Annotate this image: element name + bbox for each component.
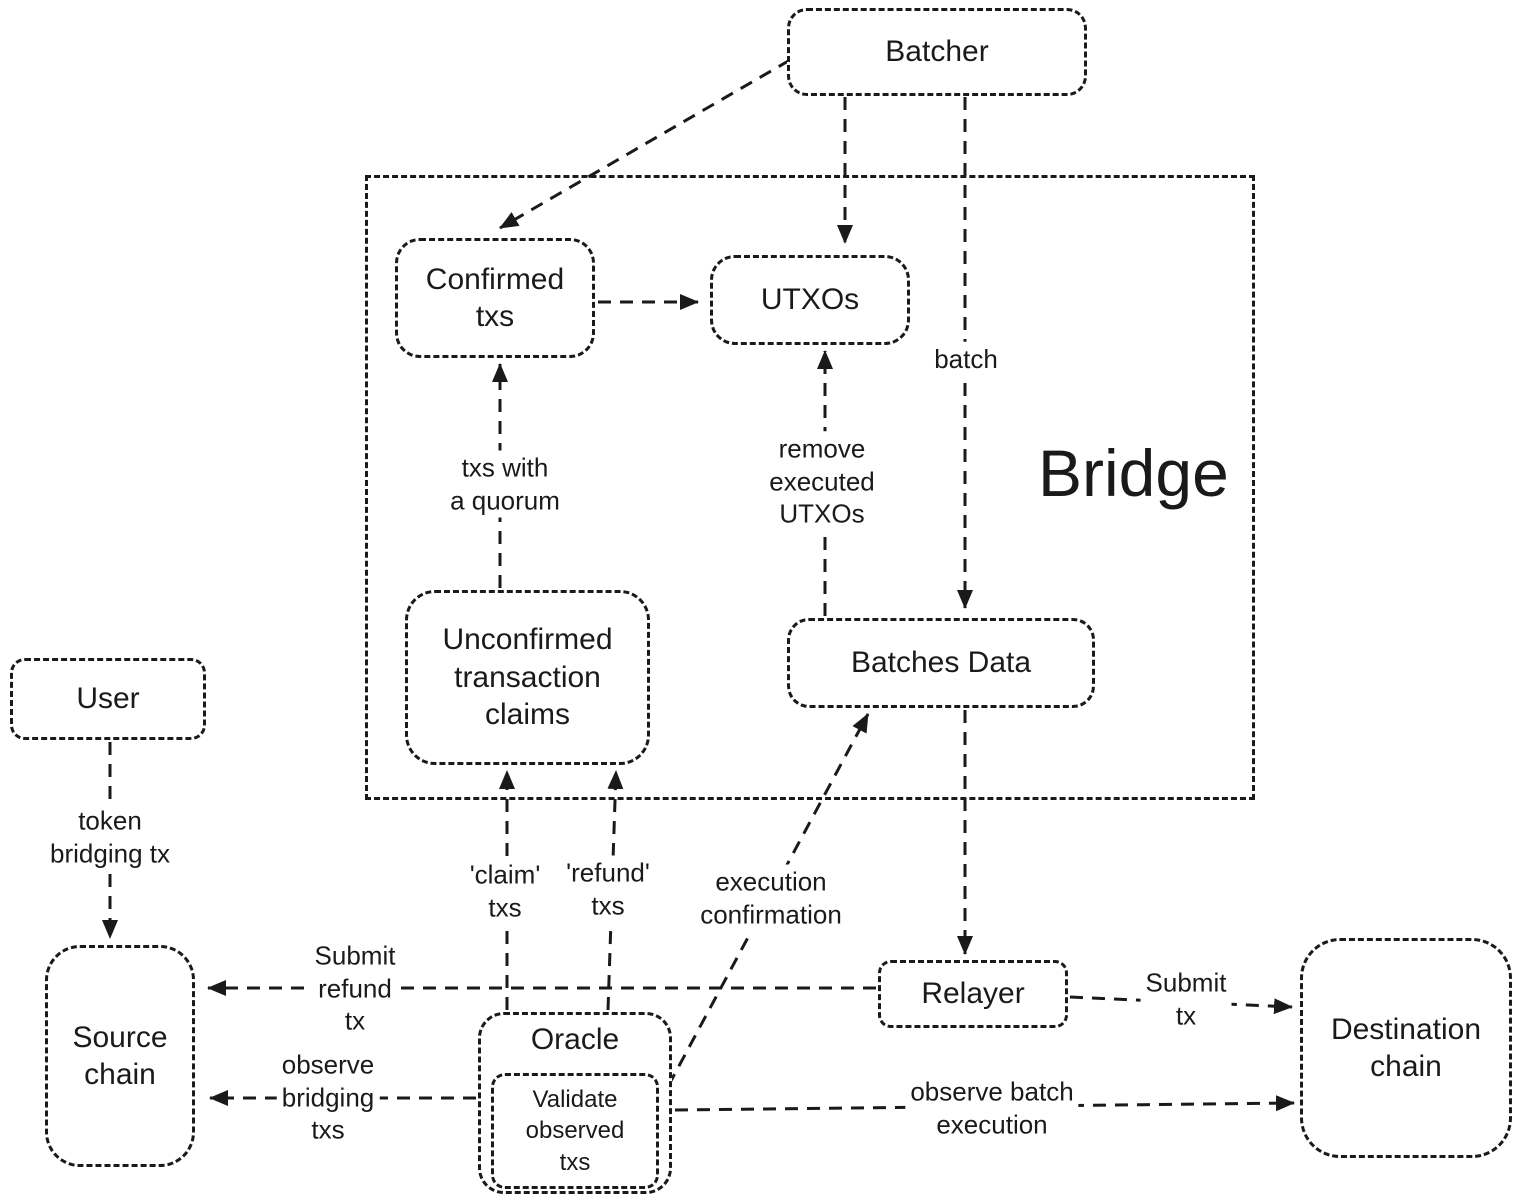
node-user: User [10, 658, 206, 740]
node-oracle-label: Oracle [530, 1023, 620, 1056]
edge-label-token-bridging-tx: token bridging tx [45, 803, 175, 871]
edge-label-claim-txs: 'claim' txs [464, 857, 546, 925]
node-confirmed-txs-label: Confirmed txs [425, 262, 565, 334]
edge-label-submit-refund-tx: Submit refund tx [309, 938, 401, 1038]
node-destination-chain-label: Destination chain [1330, 1012, 1482, 1084]
edge-label-remove-executed-utxos: remove executed UTXOs [764, 431, 880, 531]
node-oracle: Oracle Validate observed txs [478, 1012, 672, 1194]
edge-label-refund-txs: 'refund' txs [561, 855, 655, 923]
node-relayer: Relayer [878, 960, 1068, 1028]
node-validate-observed-txs: Validate observed txs [491, 1073, 659, 1189]
node-unconfirmed-claims: Unconfirmed transaction claims [405, 590, 650, 765]
edge-label-txs-with-quorum: txs with a quorum [445, 450, 565, 518]
node-relayer-label: Relayer [921, 977, 1025, 1011]
edge-label-observe-bridging-txs: observe bridging txs [276, 1047, 380, 1147]
node-batcher: Batcher [787, 8, 1087, 96]
node-batches-data: Batches Data [787, 618, 1095, 708]
node-destination-chain: Destination chain [1300, 938, 1512, 1158]
node-confirmed-txs: Confirmed txs [395, 238, 595, 358]
node-source-chain: Source chain [45, 945, 195, 1167]
node-validate-observed-txs-label: Validate observed txs [525, 1086, 625, 1176]
node-utxos: UTXOs [710, 255, 910, 345]
arrow-batcher-to-confirmed [499, 58, 791, 230]
edge-label-submit-tx: Submit tx [1140, 965, 1232, 1033]
node-batches-data-label: Batches Data [850, 646, 1032, 680]
edge-label-batch: batch [929, 341, 1003, 377]
node-batcher-label: Batcher [885, 35, 989, 69]
node-source-chain-label: Source chain [72, 1020, 168, 1092]
bridge-container-box [365, 175, 1255, 800]
node-unconfirmed-claims-label: Unconfirmed transaction claims [442, 623, 613, 732]
node-utxos-label: UTXOs [760, 283, 860, 317]
edge-label-execution-confirmation: execution confirmation [695, 864, 847, 932]
bridge-title: Bridge [1038, 436, 1229, 510]
edge-label-observe-batch-execution: observe batch execution [905, 1074, 1079, 1142]
node-user-label: User [76, 682, 140, 716]
